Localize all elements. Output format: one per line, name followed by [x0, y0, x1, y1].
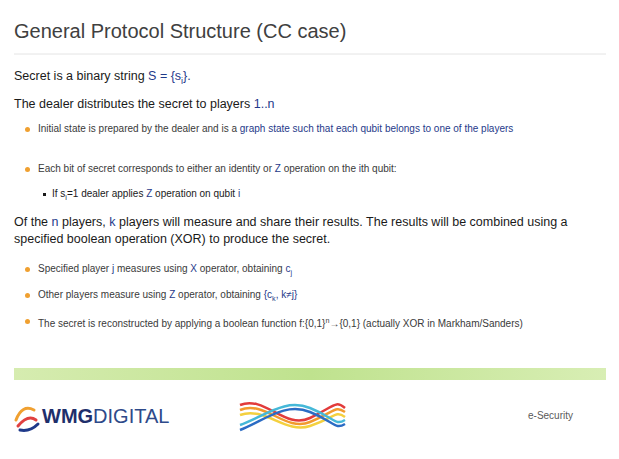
highlight-text: j	[290, 268, 292, 277]
text-line: The dealer distributes the secret to pla…	[14, 96, 604, 112]
highlight-text: Z	[146, 188, 152, 199]
highlight-text: 1..n	[254, 97, 275, 111]
body-text: operator, obtaining	[200, 263, 283, 274]
bullet-square	[43, 193, 46, 196]
body-text: If s	[52, 188, 65, 199]
body-text: measures using	[117, 263, 188, 274]
logo-text: WMGDIGITAL	[42, 404, 169, 428]
body-text: Each bit of secret corresponds to either…	[38, 163, 272, 174]
wmg-swirl-icon	[16, 408, 38, 430]
highlight-text: k	[272, 294, 276, 303]
highlight-text: X	[190, 263, 197, 274]
text-line: Specified player j measures using X oper…	[38, 262, 598, 280]
logo-digital: DIGITAL	[93, 405, 169, 427]
body-text: Secret is a binary string	[14, 69, 145, 83]
text-line: Each bit of secret corresponds to either…	[38, 162, 598, 176]
body-text: =1 dealer applies	[67, 188, 143, 199]
body-text: th qubit:	[361, 163, 397, 174]
highlight-text: Z	[169, 289, 175, 300]
body-text: n	[325, 316, 329, 325]
highlight-text: graph state such that each qubit belongs…	[240, 123, 514, 134]
body-text: The secret is reconstructed by applying …	[38, 318, 325, 329]
highlight-text: n	[52, 215, 59, 229]
text-line: Other players measure using Z operator, …	[38, 288, 598, 306]
body-text: Initial state is prepared by the dealer …	[38, 123, 237, 134]
text-line: Secret is a binary string S = {si}.	[14, 68, 604, 89]
slide-title: General Protocol Structure (CC case)	[14, 20, 346, 43]
body-text: operation on the	[284, 163, 356, 174]
body-text: The dealer distributes the secret to pla…	[14, 97, 250, 111]
highlight-text: i	[359, 163, 361, 174]
bullet-dot	[25, 293, 30, 298]
highlight-text: i	[181, 76, 183, 86]
text-line: Initial state is prepared by the dealer …	[38, 122, 598, 136]
bullet-dot	[25, 319, 30, 324]
bullet-dot	[25, 127, 30, 132]
highlight-text: j	[112, 263, 114, 274]
text-line: Of the n players, k players will measure…	[14, 214, 606, 248]
body-text: Of the	[14, 215, 48, 229]
body-text: i	[65, 193, 67, 202]
highlight-text: , k≠j}	[276, 289, 298, 300]
title-rule	[14, 54, 606, 55]
green-band	[14, 368, 606, 380]
body-text: Other players measure using	[38, 289, 166, 300]
body-text: players,	[62, 215, 106, 229]
logo-wmg: WMG	[42, 405, 93, 427]
text-line: If si=1 dealer applies Z operation on qu…	[52, 187, 592, 205]
highlight-text: k	[109, 215, 115, 229]
highlight-text: c	[285, 263, 290, 274]
highlight-text: i	[238, 188, 240, 199]
bullet-dot	[25, 167, 30, 172]
highlight-text: Z	[275, 163, 281, 174]
highlight-text: }.	[183, 69, 191, 83]
body-text: →{0,1} (actually XOR in Markham/Sanders)	[329, 318, 522, 329]
footer-tag: e-Security	[528, 410, 573, 421]
highlight-text: S = {s	[148, 69, 181, 83]
body-text: operator, obtaining	[178, 289, 261, 300]
wave-lines-graphic	[240, 403, 345, 430]
bullet-dot	[25, 267, 30, 272]
body-text: Specified player	[38, 263, 109, 274]
body-text: operation on qubit	[155, 188, 235, 199]
text-line: The secret is reconstructed by applying …	[38, 314, 598, 331]
highlight-text: {c	[264, 289, 272, 300]
